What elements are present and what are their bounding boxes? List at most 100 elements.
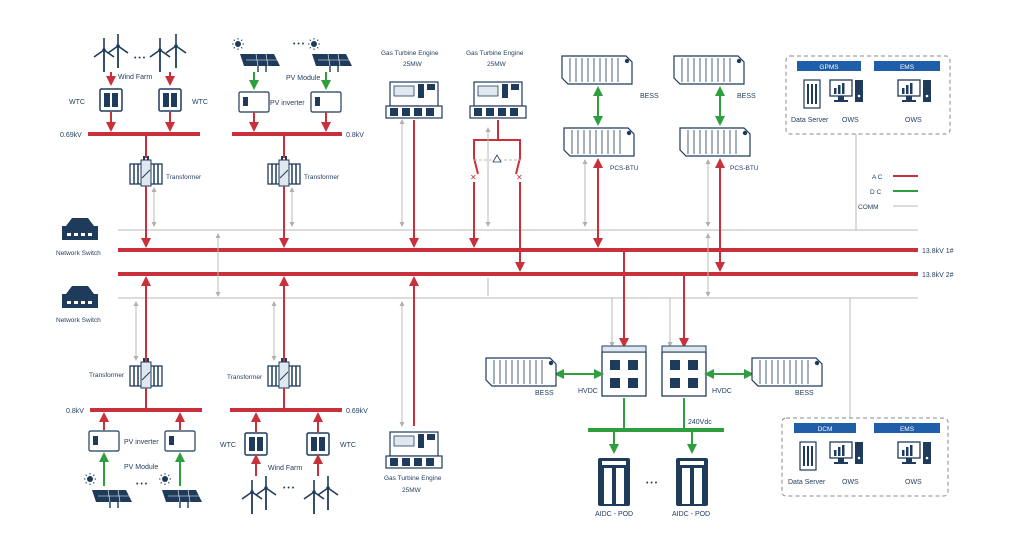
- sun-icon: [158, 472, 172, 486]
- pv-top-inverter-label: PV inverter: [270, 100, 305, 107]
- legend-dc-label: D C: [870, 189, 882, 196]
- hvdc-right-label: HVDC: [712, 388, 732, 395]
- network-switch-top-label: Network Switch: [56, 250, 101, 257]
- gas-turbine-2: Gas Turbine Engine 25MW ✕ ✕: [466, 50, 527, 272]
- network-switch-bottom-label: Network Switch: [56, 317, 101, 324]
- solar-panel-icon: [239, 53, 281, 73]
- wind-turbine-icon: [317, 475, 339, 511]
- pv-bottom-inverter-label: PV inverter: [124, 439, 159, 446]
- wtc-cabinet-icon: [306, 432, 330, 456]
- legend-comm-label: COMM: [858, 204, 879, 211]
- bess-top-right: BESS PCS-BTU: [673, 55, 759, 272]
- voltage-top-left: 0.69kV: [60, 132, 82, 139]
- sun-icon: [231, 37, 245, 51]
- hvdc-converter-icon: [661, 345, 707, 397]
- ems-tab-bottom-label: EMS: [900, 426, 915, 433]
- ems-tab-bottom: [874, 423, 940, 433]
- wind-farm-bottom: 0.69kV WTC WTC Wind Farm • • •: [220, 408, 368, 515]
- gas-turbine-3: Gas Turbine Engine 25MW: [384, 276, 443, 494]
- wtc-cabinet-icon: [99, 88, 123, 112]
- transformer-icon: [267, 357, 301, 389]
- pv-bottom: 0.8kV PV inverter PV Module • • •: [66, 408, 203, 509]
- aidc-right-label: AIDC - POD: [672, 511, 710, 518]
- wind-farm-top-dots: • • •: [134, 55, 146, 62]
- wind-turbine-icon: [149, 37, 171, 73]
- ows-bottom-2-label: OWS: [905, 479, 922, 486]
- pv-top: • • • PV Module PV inverter 0.8kV: [231, 37, 364, 139]
- control-panel-top: GPMS EMS Data Server OWS OWS: [785, 55, 951, 230]
- pcs-top-right-label: PCS-BTU: [730, 165, 759, 172]
- wind-turbine-icon: [303, 479, 325, 515]
- ems-tab-top: [874, 61, 940, 71]
- data-server-icon: [803, 79, 821, 109]
- legend: A C D C COMM: [858, 174, 918, 211]
- bus1-label: 13.8kV 1#: [922, 248, 954, 255]
- bess-bottom-right-label: BESS: [795, 390, 814, 397]
- solar-panel-icon: [91, 489, 133, 509]
- pv-inverter-icon: [238, 91, 270, 113]
- pv-top-module-label: PV Module: [286, 75, 320, 82]
- hvdc-left-label: HVDC: [578, 388, 598, 395]
- bess-bottom-left-label: BESS: [535, 390, 554, 397]
- wind-turbine-icon: [255, 475, 277, 511]
- wtc-bottom-right-label: WTC: [340, 442, 356, 449]
- transformer-top-right-label: Transformer: [304, 174, 340, 181]
- data-server-top-label: Data Server: [791, 117, 829, 124]
- wtc-cabinet-icon: [244, 432, 268, 456]
- breaker-open-icon: ✕: [470, 173, 477, 182]
- transformer-top-left: Transformer: [129, 134, 202, 248]
- dc-bus-label: 240Vdc: [688, 419, 712, 426]
- battery-container-icon: [673, 55, 745, 85]
- wind-farm-top-label: Wind Farm: [118, 74, 152, 81]
- ows-top-2-label: OWS: [905, 117, 922, 124]
- ems-tab-top-label: EMS: [900, 64, 915, 71]
- wtc-top-left-label: WTC: [69, 99, 85, 106]
- bess-top-left: BESS PCS-BTU: [561, 55, 659, 248]
- wtc-cabinet-icon: [158, 88, 182, 112]
- gas-turbine-1-rating: 25MW: [403, 61, 423, 68]
- gas-turbine-icon: [385, 81, 443, 119]
- gas-turbine-2-name: Gas Turbine Engine: [466, 50, 524, 57]
- sun-icon: [83, 472, 97, 486]
- pv-inverter-icon: [310, 91, 342, 113]
- aidc-pods: • • • AIDC - POD AIDC - POD: [595, 458, 710, 518]
- data-server-bottom-label: Data Server: [788, 479, 826, 486]
- transformer-bottom-right-label: Transformer: [227, 374, 263, 381]
- wind-farm-bottom-dots: • • •: [283, 485, 295, 492]
- wind-farm-top: • • • Wind Farm WTC WTC 0.69kV: [60, 33, 208, 139]
- transformer-icon: [129, 357, 163, 389]
- battery-container-icon: [561, 55, 633, 85]
- aidc-dots: • • •: [646, 480, 658, 487]
- gas-turbine-icon: [385, 431, 443, 469]
- wind-turbine-icon: [165, 33, 187, 69]
- transformer-icon: [267, 155, 301, 187]
- pcs-container-icon: [563, 127, 635, 157]
- wind-turbine-icon: [107, 33, 129, 69]
- control-panel-bottom: DCM EMS Data Server OWS OWS: [781, 298, 949, 497]
- pv-inverter-icon: [164, 430, 196, 452]
- network-switch-top: Network Switch: [56, 218, 101, 257]
- ows-top-1-label: OWS: [842, 117, 859, 124]
- pv-inverter-icon: [88, 430, 120, 452]
- pv-bottom-module-label: PV Module: [124, 464, 158, 471]
- bess-top-right-label: BESS: [737, 93, 756, 100]
- bus2-label: 13.8kV 2#: [922, 272, 954, 279]
- breaker-open-icon: ✕: [516, 173, 523, 182]
- network-switch-bottom: Network Switch: [56, 286, 101, 324]
- gas-turbine-3-name: Gas Turbine Engine: [384, 475, 442, 482]
- voltage-top-right: 0.8kV: [346, 132, 364, 139]
- hvdc-left: HVDC BESS: [485, 250, 647, 397]
- gas-turbine-icon: [469, 81, 527, 119]
- data-server-icon: [799, 441, 817, 471]
- transformer-icon: [129, 155, 163, 187]
- hvdc-converter-icon: [601, 345, 647, 397]
- voltage-bottom-right: 0.69kV: [346, 408, 368, 415]
- battery-container-icon: [485, 357, 557, 387]
- server-rack-icon: [676, 458, 708, 506]
- gas-turbine-1-name: Gas Turbine Engine: [381, 50, 439, 57]
- dcm-tab-label: DCM: [818, 426, 833, 433]
- server-rack-icon: [598, 458, 630, 506]
- gpms-tab: [797, 61, 861, 71]
- transformer-bottom-left: Transformer: [89, 276, 163, 410]
